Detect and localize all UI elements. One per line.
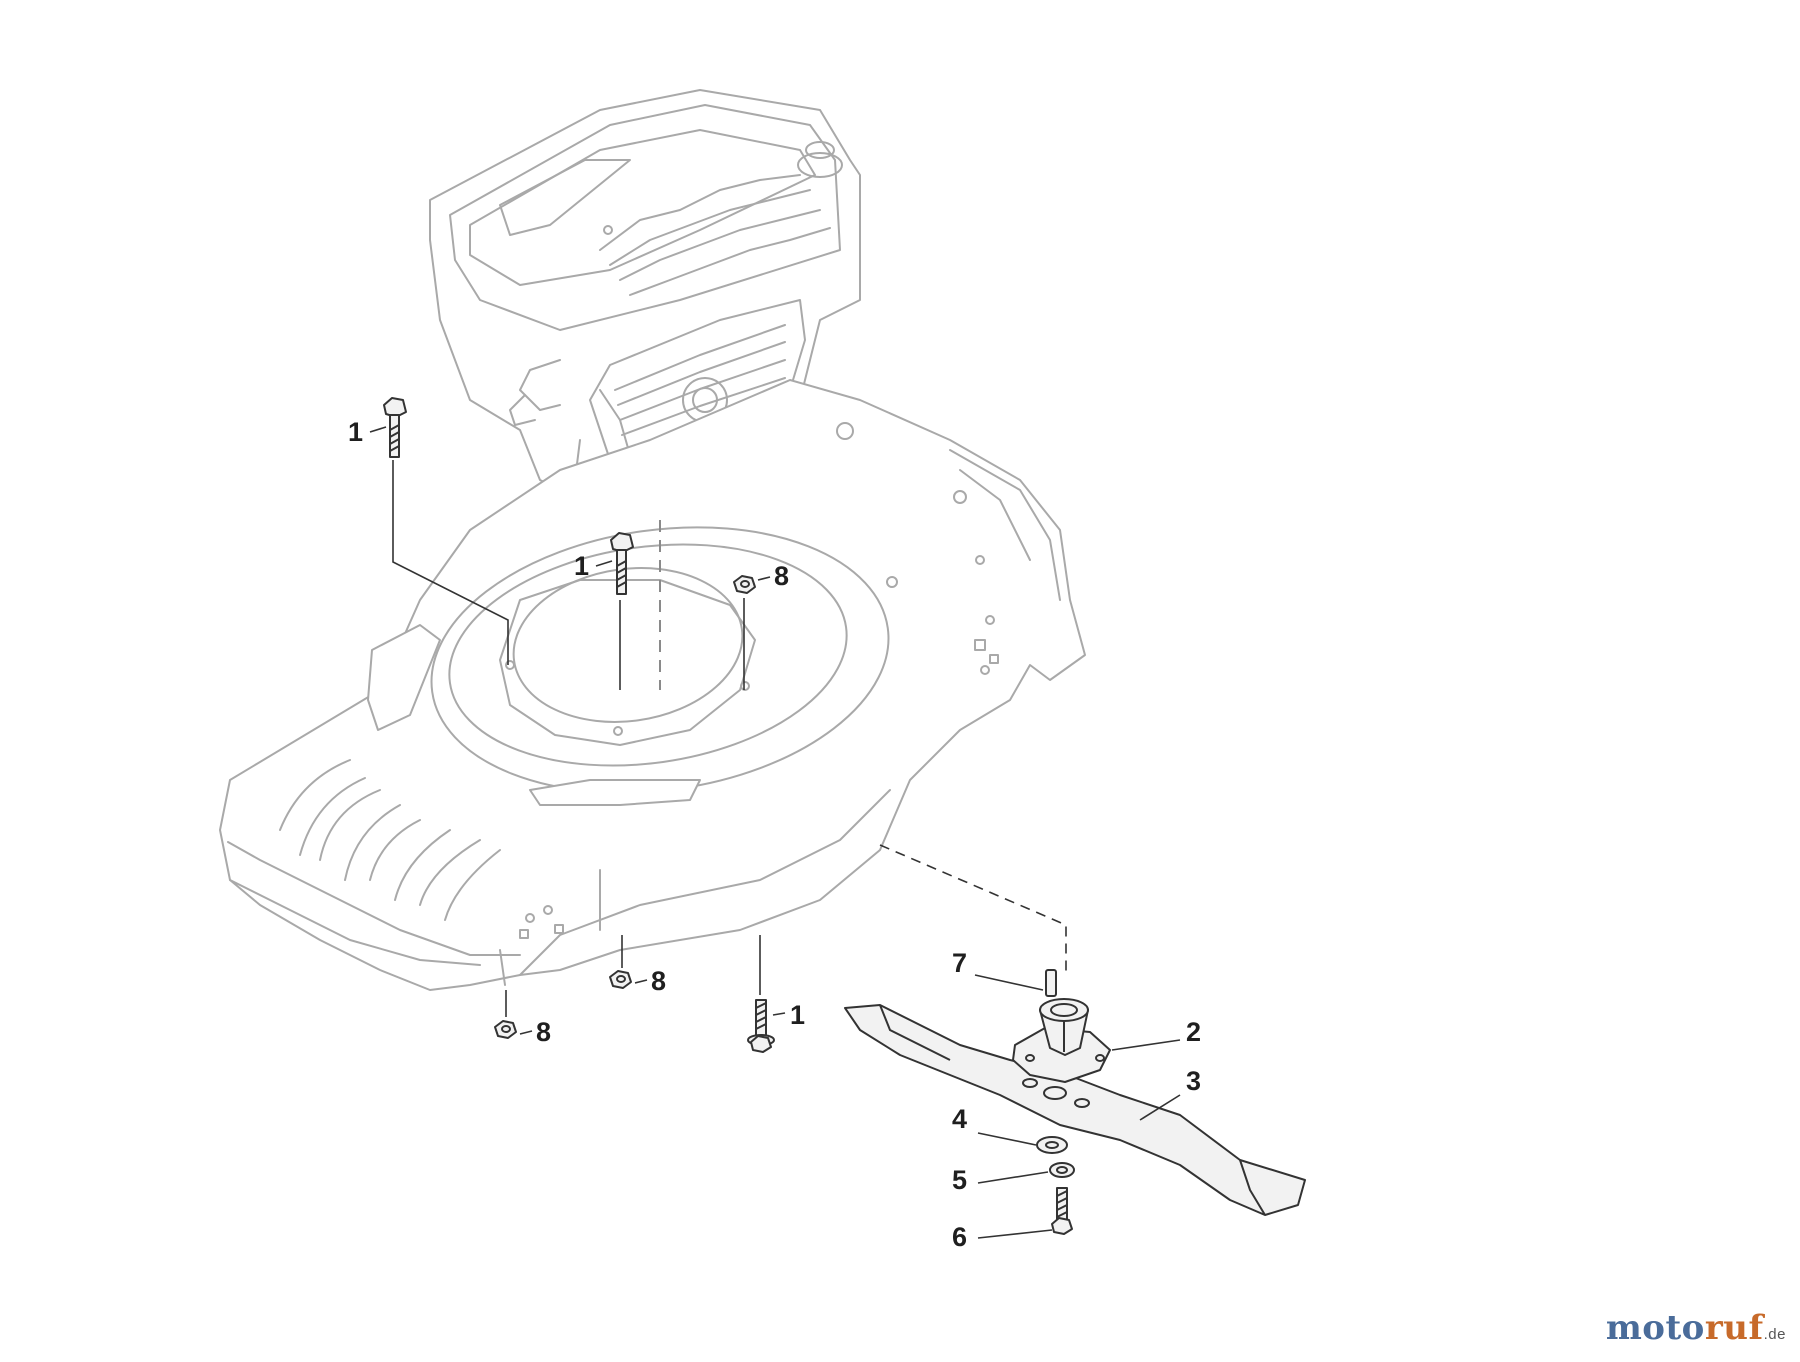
bolt-icon xyxy=(383,397,407,458)
bolt-icon xyxy=(1051,1187,1073,1235)
callout-label: 1 xyxy=(348,417,363,447)
assembly-lines xyxy=(392,460,1067,1017)
callout-label: 2 xyxy=(1186,1017,1201,1047)
nut-icon xyxy=(494,1020,517,1039)
brand-name-part2: ruf xyxy=(1704,1308,1764,1348)
nut-icon xyxy=(733,575,756,594)
callout-label: 6 xyxy=(952,1222,967,1252)
callout-label: 8 xyxy=(774,561,789,591)
key-icon xyxy=(1045,969,1057,997)
washer-icon xyxy=(1036,1136,1068,1154)
washer-icon xyxy=(1049,1162,1075,1178)
brand-name-part1: moto xyxy=(1605,1308,1705,1348)
callout-label: 8 xyxy=(536,1017,551,1047)
callout-label: 3 xyxy=(1186,1066,1201,1096)
callout-label: 4 xyxy=(952,1104,967,1134)
nut-icon xyxy=(609,970,632,989)
bolt-icon xyxy=(610,532,634,595)
callout-label: 7 xyxy=(952,948,967,978)
callout-label: 5 xyxy=(952,1165,967,1195)
callout-label: 1 xyxy=(574,551,589,581)
brand-logo: motoruf.de xyxy=(1606,1308,1786,1348)
callouts: 1 1 8 8 1 8 7 2 3 4 5 6 xyxy=(348,417,1201,1252)
callout-label: 1 xyxy=(790,1000,805,1030)
callout-label: 8 xyxy=(651,966,666,996)
blade-adapter-icon xyxy=(1012,998,1111,1083)
brand-tld: .de xyxy=(1763,1326,1786,1343)
callout-leaders xyxy=(369,426,1181,1239)
bolt-icon xyxy=(747,999,775,1053)
mower-deck-icon xyxy=(219,379,1086,991)
